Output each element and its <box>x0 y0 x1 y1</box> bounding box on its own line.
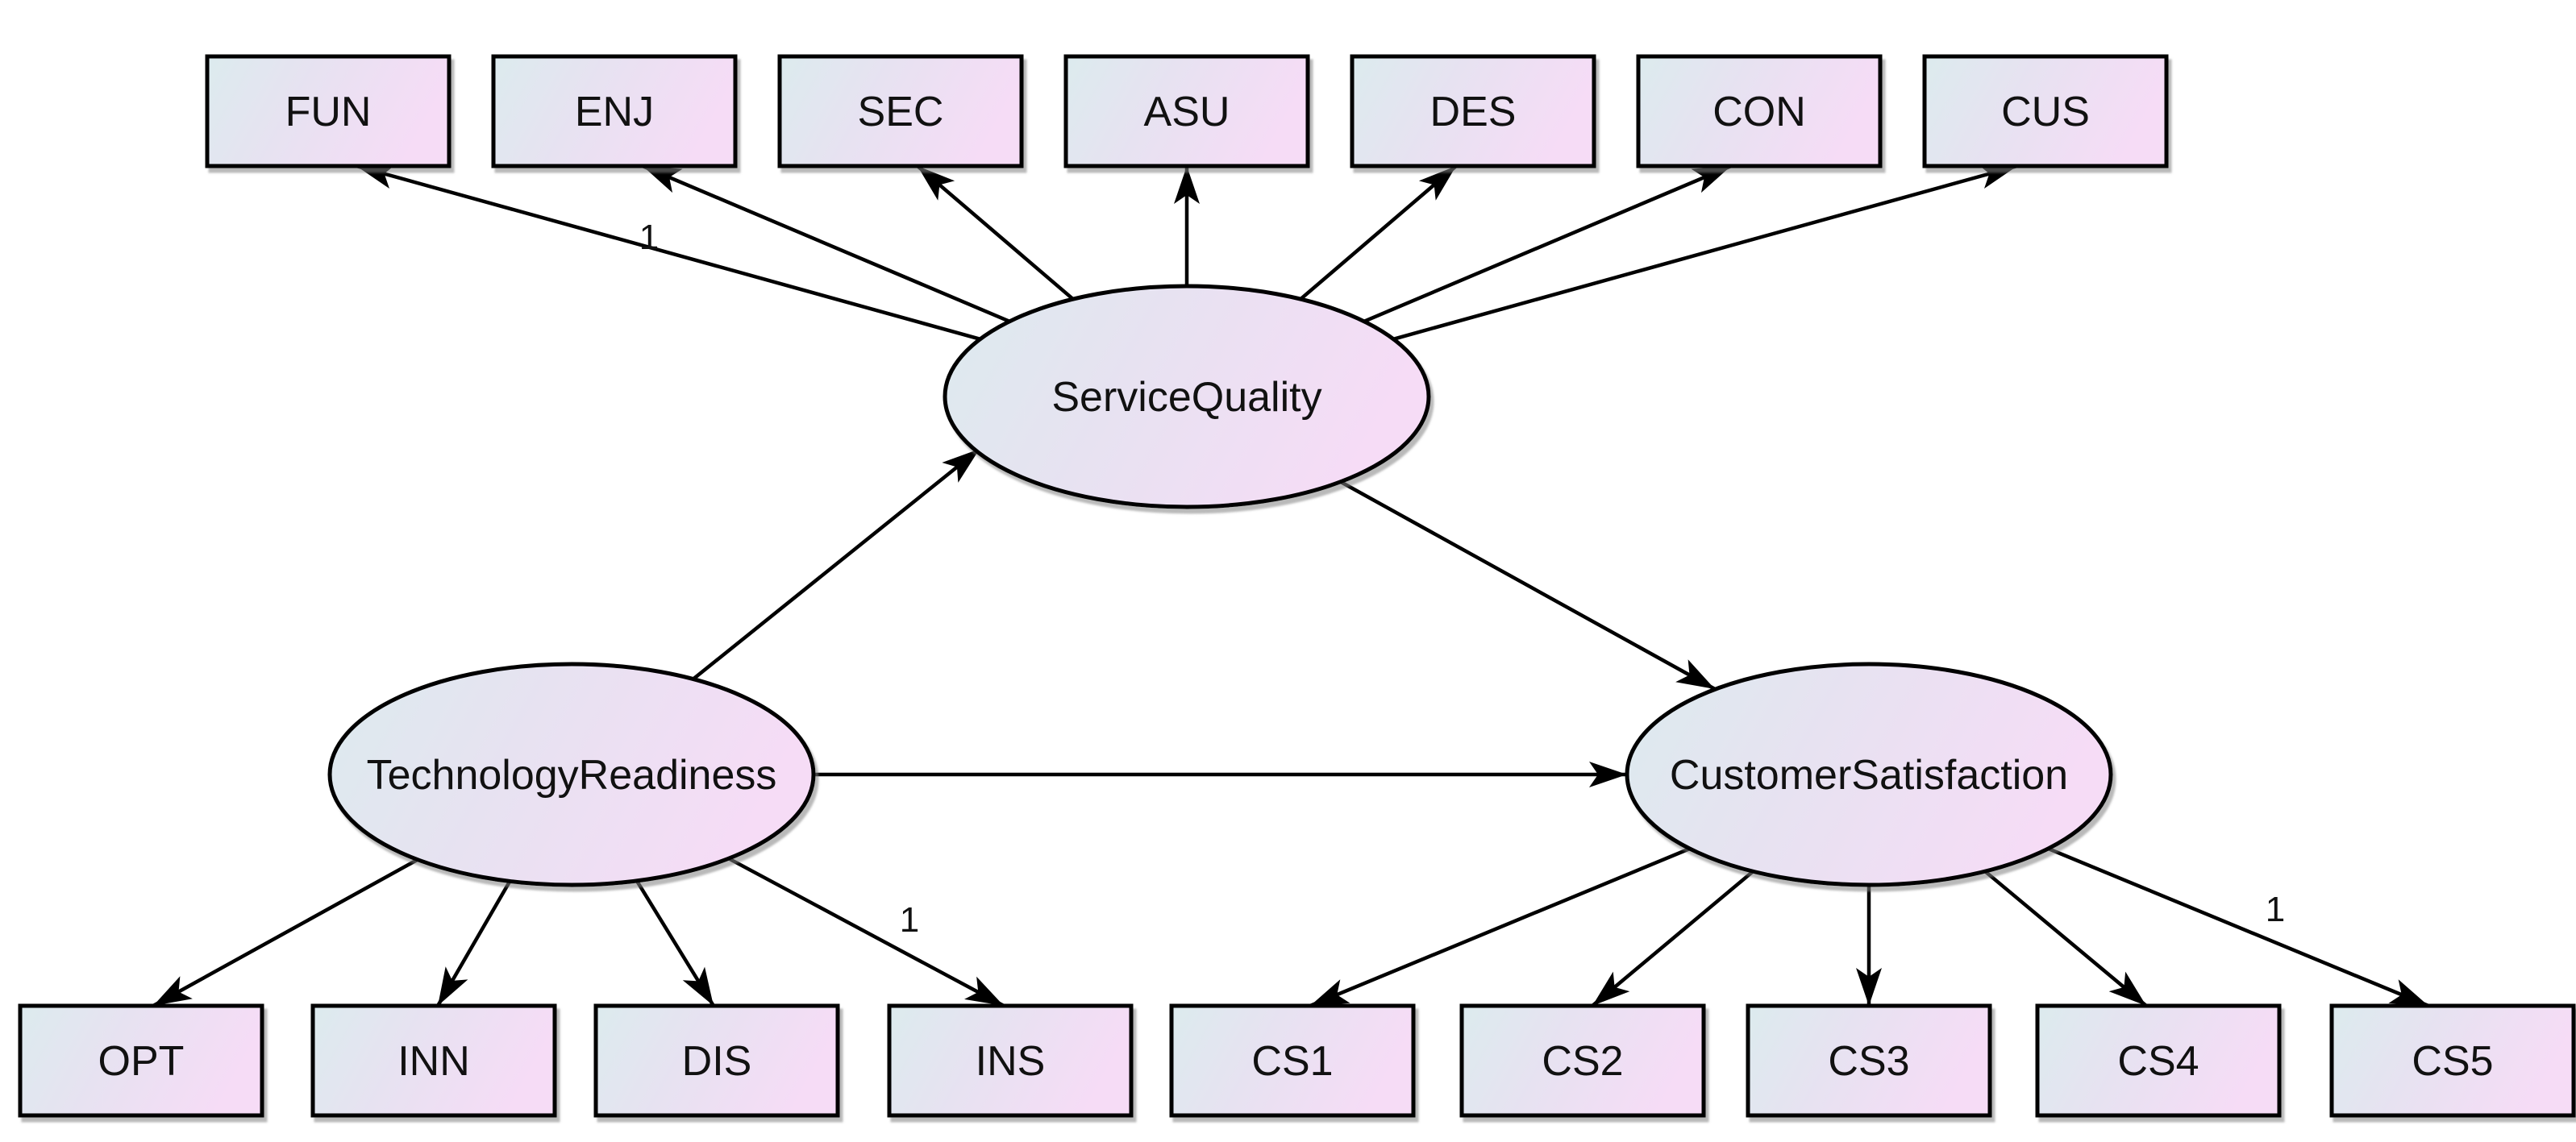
cs1-box <box>1169 1003 1416 1118</box>
node-cs1: CS1 <box>1169 1003 1416 1118</box>
cs3-box <box>1746 1003 1992 1118</box>
enj-label: ENJ <box>575 89 654 135</box>
edge-label-fun-loading: 1 <box>639 218 659 257</box>
fun-box <box>205 54 452 168</box>
node-asu: ASU <box>1063 54 1310 168</box>
opt-label: OPT <box>98 1038 185 1085</box>
node-cs2: CS2 <box>1459 1003 1706 1118</box>
node-fun: FUN <box>205 54 452 168</box>
node-layer: ServiceQuality TechnologyReadiness Custo… <box>18 54 2576 1118</box>
des-box <box>1350 54 1596 168</box>
edge-technologyreadiness-dis <box>635 880 715 1007</box>
cs2-box <box>1459 1003 1706 1118</box>
edge-servicequality-enj <box>642 164 1010 323</box>
edge-layer: 1 1 1 <box>152 164 2429 1008</box>
edge-customersatisfaction-cs4 <box>1983 870 2148 1007</box>
edge-servicequality-des <box>1299 164 1458 301</box>
node-dis: DIS <box>593 1003 840 1118</box>
technologyreadiness-label: TechnologyReadiness <box>367 752 777 799</box>
inn-label: INN <box>397 1038 470 1085</box>
con-label: CON <box>1712 89 1806 135</box>
node-servicequality: ServiceQuality <box>943 284 1431 509</box>
node-opt: OPT <box>18 1003 264 1118</box>
node-des: DES <box>1350 54 1596 168</box>
cs2-label: CS2 <box>1542 1038 1623 1085</box>
node-con: CON <box>1636 54 1883 168</box>
edge-technologyreadiness-opt <box>152 858 419 1007</box>
con-box <box>1636 54 1883 168</box>
edge-servicequality-fun <box>356 164 981 341</box>
edge-technologyreadiness-ins <box>727 857 1005 1007</box>
des-label: DES <box>1430 89 1517 135</box>
opt-box <box>18 1003 264 1118</box>
cs4-label: CS4 <box>2117 1038 2199 1085</box>
technologyreadiness-ellipse <box>327 662 816 887</box>
cs3-label: CS3 <box>1828 1038 1909 1085</box>
edge-technologyreadiness-servicequality <box>690 447 981 682</box>
node-cus: CUS <box>1922 54 2169 168</box>
node-cs3: CS3 <box>1746 1003 1992 1118</box>
dis-label: DIS <box>682 1038 752 1085</box>
edge-servicequality-customersatisfaction <box>1339 480 1717 691</box>
node-customersatisfaction: CustomerSatisfaction <box>1625 662 2113 887</box>
dis-box <box>593 1003 840 1118</box>
edge-servicequality-cus <box>1392 164 2018 341</box>
node-ins: INS <box>887 1003 1134 1118</box>
asu-box <box>1063 54 1310 168</box>
edge-label-ins-loading: 1 <box>900 900 919 940</box>
servicequality-label: ServiceQuality <box>1051 374 1321 421</box>
ins-label: INS <box>976 1038 1046 1085</box>
cs4-box <box>2035 1003 2282 1118</box>
edge-customersatisfaction-cs1 <box>1309 846 1691 1008</box>
node-cs5: CS5 <box>2329 1003 2576 1118</box>
edge-servicequality-con <box>1363 164 1732 323</box>
servicequality-ellipse <box>943 284 1431 509</box>
edge-servicequality-sec <box>916 164 1075 301</box>
node-enj: ENJ <box>491 54 738 168</box>
node-sec: SEC <box>777 54 1024 168</box>
node-cs4: CS4 <box>2035 1003 2282 1118</box>
edge-technologyreadiness-inn <box>436 880 512 1007</box>
node-inn: INN <box>310 1003 557 1118</box>
inn-box <box>310 1003 557 1118</box>
customersatisfaction-label: CustomerSatisfaction <box>1670 752 2068 799</box>
edge-label-cs5-loading: 1 <box>2266 890 2285 929</box>
asu-label: ASU <box>1144 89 1230 135</box>
ins-box <box>887 1003 1134 1118</box>
edge-customersatisfaction-cs5 <box>2047 847 2429 1008</box>
cus-box <box>1922 54 2169 168</box>
fun-label: FUN <box>285 89 372 135</box>
cs5-box <box>2329 1003 2576 1118</box>
cs5-label: CS5 <box>2412 1038 2493 1085</box>
sec-label: SEC <box>858 89 944 135</box>
sec-box <box>777 54 1024 168</box>
enj-box <box>491 54 738 168</box>
edge-customersatisfaction-cs2 <box>1591 870 1754 1007</box>
node-technologyreadiness: TechnologyReadiness <box>327 662 816 887</box>
cus-label: CUS <box>2001 89 2090 135</box>
customersatisfaction-ellipse <box>1625 662 2113 887</box>
cs1-label: CS1 <box>1251 1038 1333 1085</box>
